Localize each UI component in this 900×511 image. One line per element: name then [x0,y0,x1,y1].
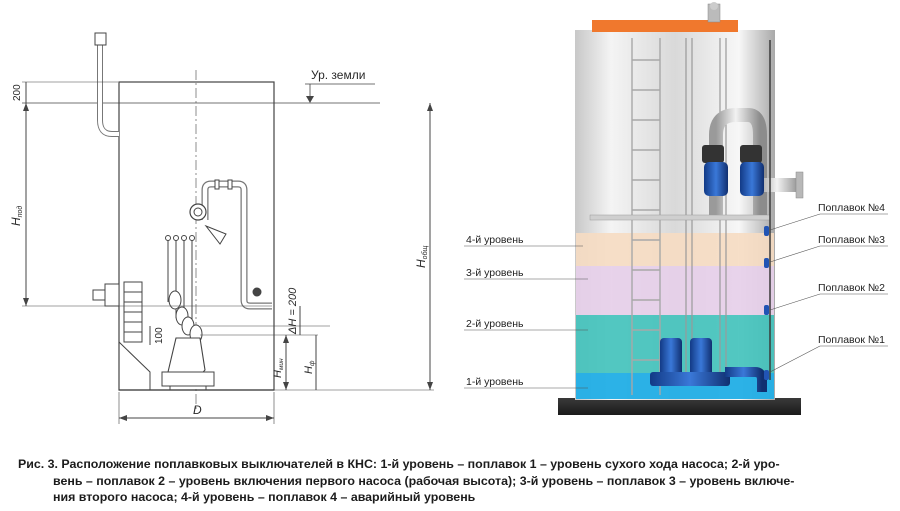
float-switch [168,290,182,310]
caption-line-3: ния второго насоса; 4-й уровень – поплав… [53,490,476,504]
check-valve-2 [740,162,764,196]
dim-h-f: Hф [303,360,316,374]
level-3-label: 3-й уровень [466,267,524,279]
dim-100: 100 [154,327,165,344]
level-4-label: 4-й уровень [466,234,524,246]
float-4-label: Поплавок №4 [818,202,885,214]
check-valve-1 [704,162,728,196]
left-drawing-labels: Ур. земли 200 Hпод Hобщ ΔH = 200 100 Hми… [9,68,429,417]
tank-bottom-slope [118,341,151,390]
level-1-label: 1-й уровень [466,376,524,388]
tank-lid [592,20,738,32]
ground-marker-arrow [306,96,314,103]
manometer [252,287,262,297]
caption-line-2: вень – поплавок 2 – уровень включения пе… [53,473,795,488]
valve-1 [702,145,724,163]
diagram-canvas: Ур. земли 200 Hпод Hобщ ΔH = 200 100 Hми… [9,2,888,424]
dim-200-top: 200 [12,84,23,101]
level-4-band [576,233,774,266]
vent-pipe [97,45,119,137]
float-switches [764,226,769,380]
pressure-pipe [201,180,272,310]
dim-h-min: Hмин [272,358,285,378]
left-technical-drawing [22,32,434,424]
figure-caption: Рис. 3. Расположение поплавковых выключа… [18,456,888,506]
dim-dh: ΔH = 200 [287,287,299,335]
base-slab [558,398,801,415]
level-2-label: 2-й уровень [466,318,524,330]
submersible-pumps [650,338,767,392]
dim-h-obsh: Hобщ [414,245,429,268]
ground-label: Ур. земли [311,68,365,82]
dim-d: D [193,403,202,417]
level-3-band [576,266,774,315]
level-labels: 4-й уровень 3-й уровень 2-й уровень 1-й … [464,234,588,389]
caption-line-1: Рис. 3. Расположение поплавковых выключа… [18,457,780,471]
right-illustration [558,2,804,415]
float-labels: Поплавок №4 Поплавок №3 Поплавок №2 Попл… [769,202,888,373]
pressure-pipe-right [709,108,767,215]
dimension-arrows [23,103,433,421]
float-1-label: Поплавок №1 [818,334,885,346]
dim-h-pod: Hпод [9,206,24,226]
float-2-label: Поплавок №2 [818,282,885,294]
vent-cap [94,32,107,46]
float-3-label: Поплавок №3 [818,234,885,246]
float-holder [165,235,171,241]
service-platform [589,214,771,221]
